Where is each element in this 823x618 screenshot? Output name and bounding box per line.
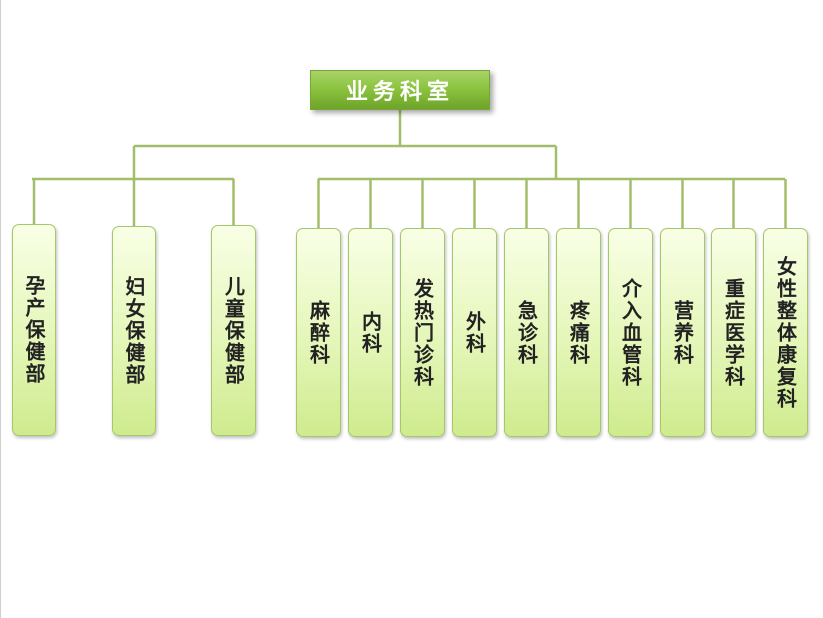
dept-node-right-5: 疼痛科 xyxy=(556,228,601,437)
dept-node-right-6: 介入血管科 xyxy=(608,228,653,437)
dept-label: 内科 xyxy=(358,310,383,355)
dept-node-left-2: 儿童保健部 xyxy=(211,225,256,436)
dept-label: 急诊科 xyxy=(514,299,539,366)
dept-label: 妇女保健部 xyxy=(122,276,146,386)
dept-node-right-4: 急诊科 xyxy=(504,228,549,437)
dept-node-right-3: 外科 xyxy=(452,228,497,437)
dept-node-right-2: 发热门诊科 xyxy=(400,228,445,437)
dept-label: 孕产保健部 xyxy=(22,275,46,385)
dept-label: 疼痛科 xyxy=(566,299,591,366)
dept-label: 女性整体康复科 xyxy=(773,255,798,410)
dept-node-right-8: 重症医学科 xyxy=(711,228,756,437)
left-border xyxy=(0,0,1,618)
dept-label: 外科 xyxy=(462,310,487,355)
dept-label: 营养科 xyxy=(670,299,695,366)
dept-node-right-0: 麻醉科 xyxy=(296,228,341,437)
dept-label: 发热门诊科 xyxy=(410,277,435,388)
dept-label: 麻醉科 xyxy=(306,299,331,366)
dept-node-left-1: 妇女保健部 xyxy=(112,226,156,436)
dept-node-right-1: 内科 xyxy=(348,228,393,437)
dept-node-right-7: 营养科 xyxy=(660,228,705,437)
dept-label: 儿童保健部 xyxy=(221,275,246,386)
dept-label: 重症医学科 xyxy=(721,277,746,388)
root-node: 业务科室 xyxy=(310,70,490,110)
dept-node-right-9: 女性整体康复科 xyxy=(763,228,808,437)
dept-node-left-0: 孕产保健部 xyxy=(12,224,56,436)
dept-label: 介入血管科 xyxy=(618,277,643,388)
root-label: 业务科室 xyxy=(345,80,454,105)
